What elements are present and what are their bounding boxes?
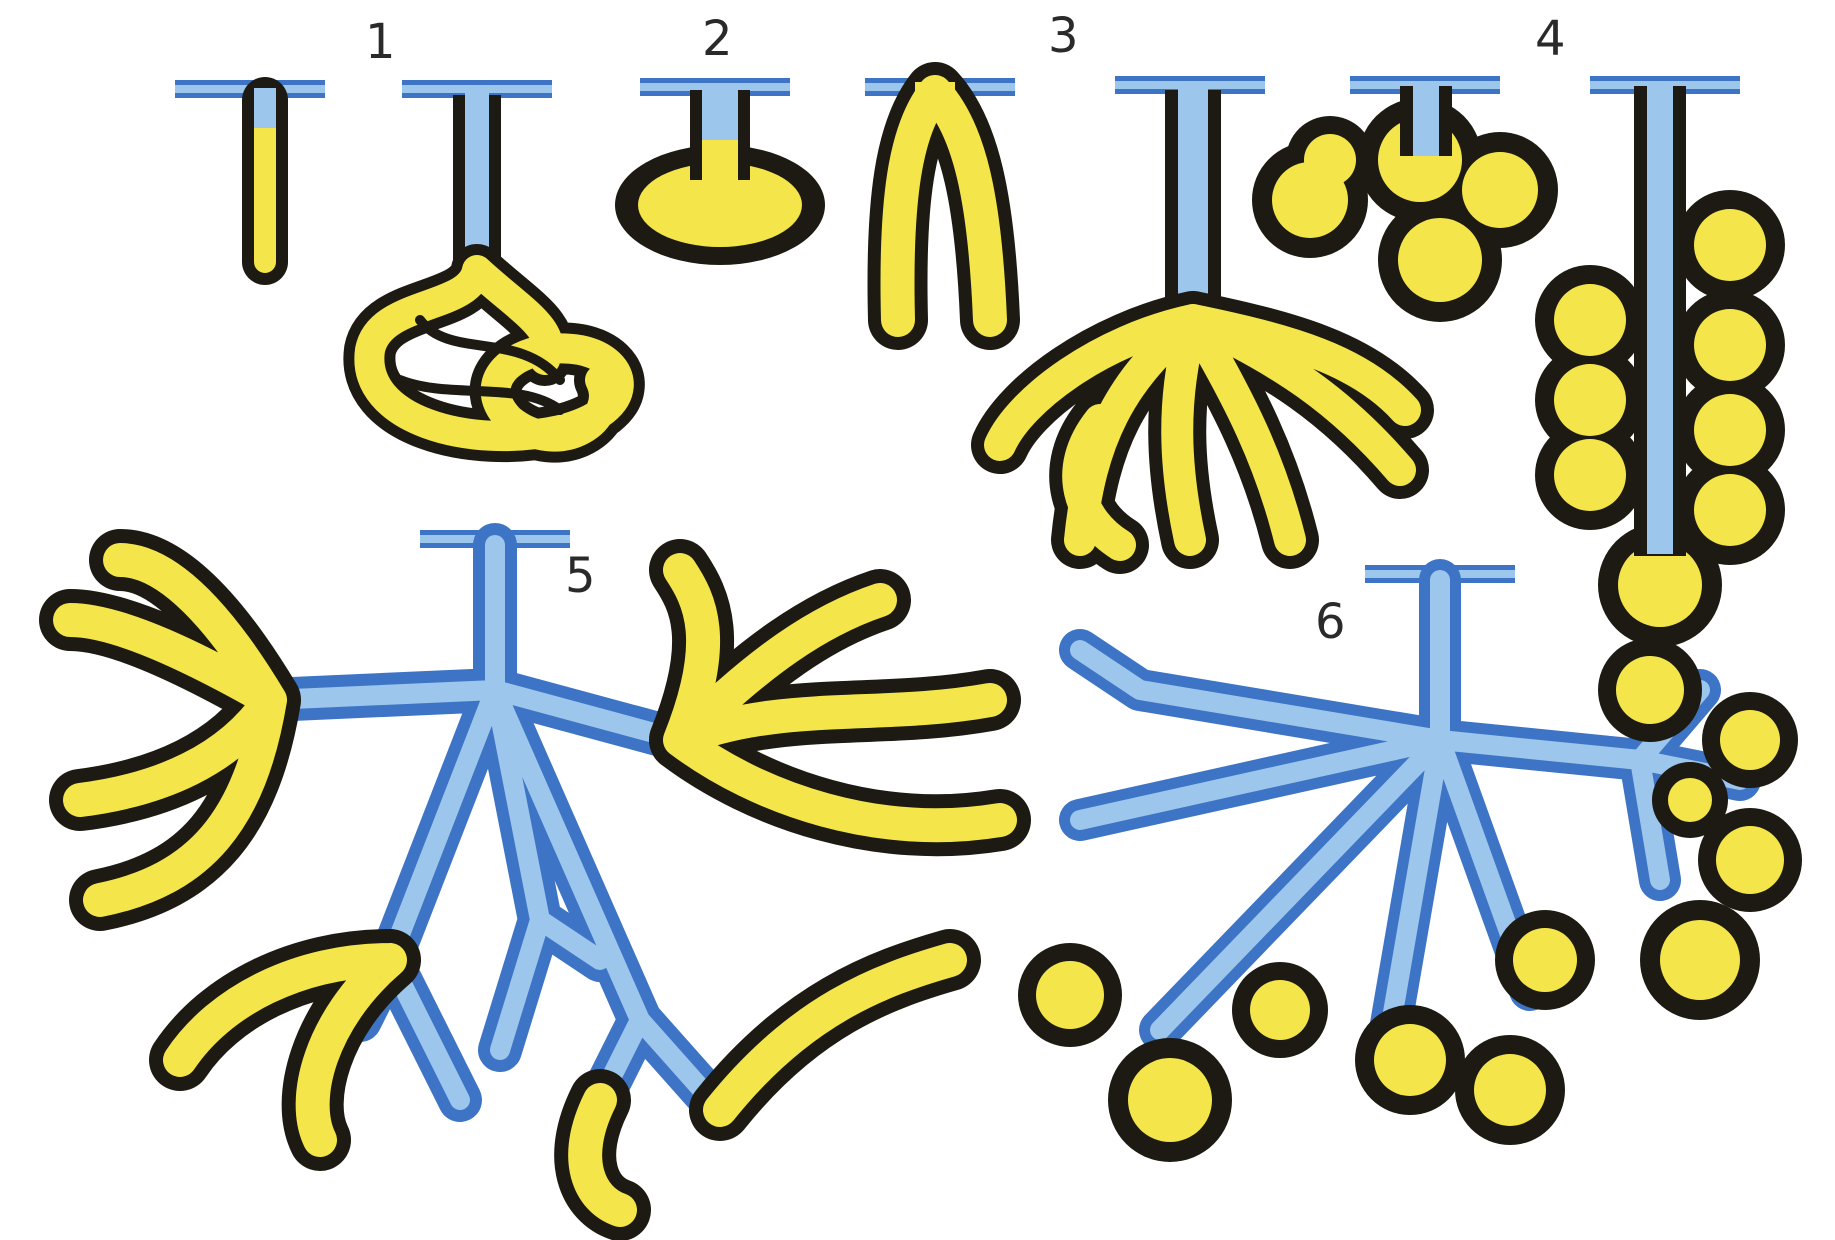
compound-tubular-gland xyxy=(70,530,1000,1210)
branched-simple-gland xyxy=(865,78,1015,320)
compound-acinar-gland xyxy=(1018,565,1802,1162)
label-3: 3 xyxy=(1048,8,1079,64)
label-5: 5 xyxy=(565,548,596,604)
simple-tubular-gland xyxy=(175,80,325,262)
simple-alveolar-gland xyxy=(615,78,825,265)
label-6: 6 xyxy=(1315,594,1346,650)
compound-alveolar-gland xyxy=(1535,76,1785,647)
simple-branched-alveolar-gland xyxy=(1252,76,1558,322)
label-1: 1 xyxy=(365,14,396,70)
label-4: 4 xyxy=(1535,11,1566,67)
label-2: 2 xyxy=(702,11,733,67)
simple-coiled-tubular-gland xyxy=(369,80,618,437)
